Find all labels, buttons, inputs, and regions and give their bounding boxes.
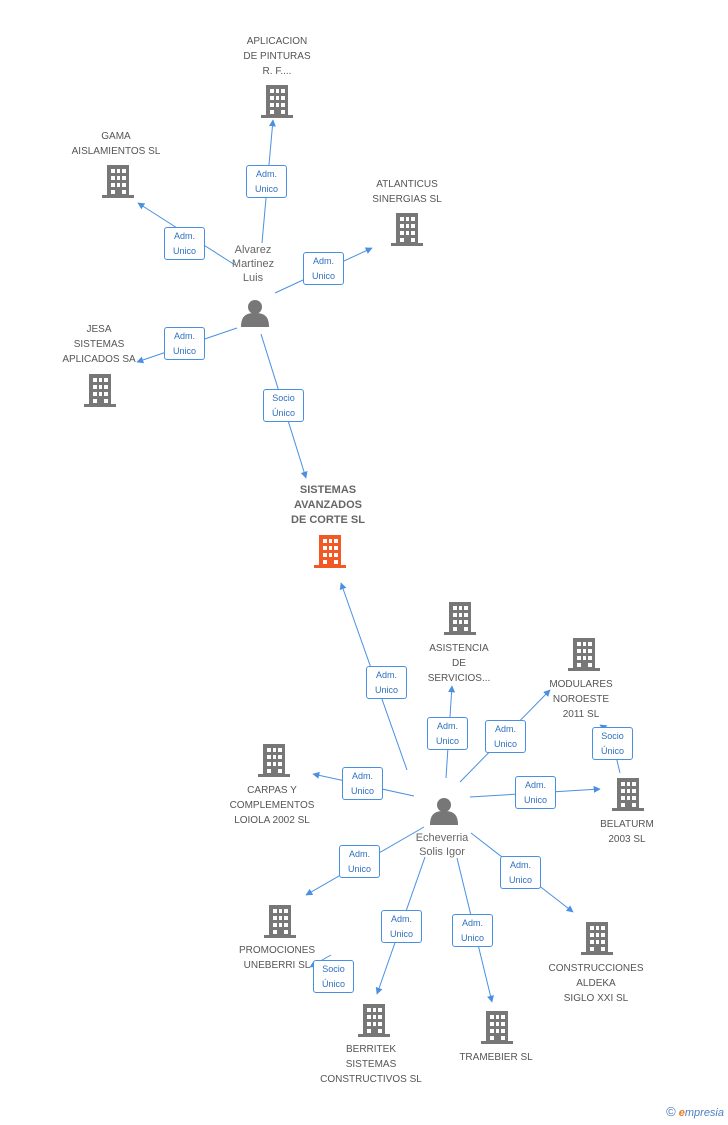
copyright-icon: © <box>666 1104 676 1119</box>
edge-role-label[interactable]: Adm. Unico <box>485 720 526 753</box>
company-building-icon[interactable] <box>261 85 293 118</box>
edge-role-label[interactable]: Adm. Unico <box>427 717 468 750</box>
edge-role-label[interactable]: Socio Único <box>313 960 354 993</box>
node-label-atlanticus[interactable]: ATLANTICUS SINERGIAS SL <box>372 179 442 205</box>
company-building-icon[interactable] <box>264 905 296 938</box>
brand-logo-text: mpresia <box>684 1107 724 1119</box>
node-label-alvarez[interactable]: Alvarez Martinez Luis <box>231 244 275 284</box>
node-label-belaturm[interactable]: BELATURM 2003 SL <box>600 819 654 845</box>
company-building-icon[interactable] <box>568 638 600 671</box>
edge-role-label[interactable]: Adm. Unico <box>339 845 380 878</box>
company-building-icon[interactable] <box>391 213 423 246</box>
node-label-berritek[interactable]: BERRITEK SISTEMAS CONSTRUCTIVOS SL <box>320 1044 422 1085</box>
edge-role-label[interactable]: Adm. Unico <box>246 165 287 198</box>
node-label-echeverria[interactable]: Echeverria Solis Igor <box>415 832 469 858</box>
edge-role-label[interactable]: Adm. Unico <box>164 227 205 260</box>
company-building-icon[interactable] <box>444 602 476 635</box>
node-label-asistencia[interactable]: ASISTENCIA DE SERVICIOS... <box>427 643 491 684</box>
edge-role-label[interactable]: Socio Único <box>263 389 304 422</box>
person-icon[interactable] <box>241 300 269 327</box>
node-label-aplicacion[interactable]: APLICACION DE PINTURAS R. F.... <box>243 36 311 77</box>
center-company-building-icon[interactable] <box>314 535 346 568</box>
company-building-icon[interactable] <box>258 744 290 777</box>
brand-logo-letter: e <box>678 1107 685 1119</box>
edge-role-label[interactable]: Adm. Unico <box>500 856 541 889</box>
person-icon[interactable] <box>430 798 458 825</box>
node-label-tramebier[interactable]: TRAMEBIER SL <box>459 1052 533 1063</box>
edge-role-label[interactable]: Adm. Unico <box>452 914 493 947</box>
node-label-modulares[interactable]: MODULARES NOROESTE 2011 SL <box>549 679 613 720</box>
node-label-promociones[interactable]: PROMOCIONES UNEBERRI SL <box>238 945 316 971</box>
company-building-icon[interactable] <box>358 1004 390 1037</box>
company-building-icon[interactable] <box>481 1011 513 1044</box>
edge-role-label[interactable]: Adm. Unico <box>515 776 556 809</box>
node-label-center[interactable]: SISTEMAS AVANZADOS DE CORTE SL <box>291 484 365 526</box>
edge-role-label[interactable]: Adm. Unico <box>164 327 205 360</box>
company-building-icon[interactable] <box>612 778 644 811</box>
edge-role-label[interactable]: Adm. Unico <box>342 767 383 800</box>
node-label-gama[interactable]: GAMA AISLAMIENTOS SL <box>71 131 161 157</box>
company-building-icon[interactable] <box>581 922 613 955</box>
node-label-carpas[interactable]: CARPAS Y COMPLEMENTOS LOIOLA 2002 SL <box>229 785 315 826</box>
edge-role-label[interactable]: Adm. Unico <box>303 252 344 285</box>
company-building-icon[interactable] <box>84 374 116 407</box>
node-label-jesa[interactable]: JESA SISTEMAS APLICADOS SA <box>62 324 136 365</box>
edge-role-label[interactable]: Adm. Unico <box>366 666 407 699</box>
company-building-icon[interactable] <box>102 165 134 198</box>
edge-role-label[interactable]: Socio Único <box>592 727 633 760</box>
node-label-construcciones[interactable]: CONSTRUCCIONES ALDEKA SIGLO XXI SL <box>548 963 644 1004</box>
footer-brand[interactable]: ©empresia <box>666 1104 724 1119</box>
edge-role-label[interactable]: Adm. Unico <box>381 910 422 943</box>
